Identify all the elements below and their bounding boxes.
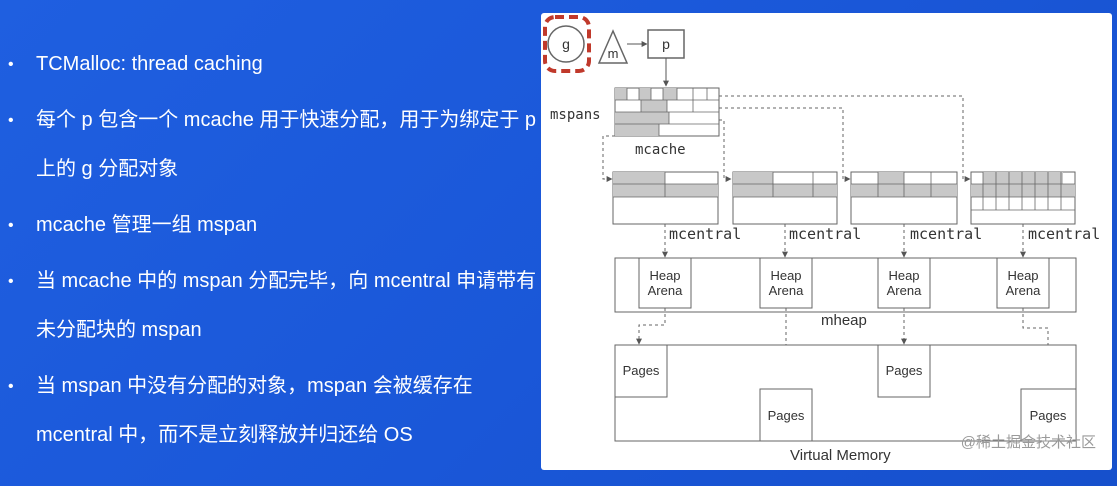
- bullet-text: 当 mspan 中没有分配的对象，mspan 会被缓存在 mcentral 中，…: [36, 375, 473, 446]
- mcache-block: mspans mcache: [550, 87, 720, 158]
- heap-arena-label: Heap: [1007, 268, 1038, 283]
- heap-arena-label: Arena: [769, 283, 804, 298]
- bullet-dot-icon: •: [8, 56, 14, 73]
- heap-arena-label: Arena: [887, 283, 922, 298]
- mcentral-block-4: mcentral: [970, 171, 1100, 243]
- tcmalloc-diagram: g m p: [541, 13, 1112, 470]
- bullet-text: TCMalloc: thread caching: [36, 53, 263, 75]
- bullet-list: • TCMalloc: thread caching • 每个 p 包含一个 m…: [0, 40, 540, 460]
- bullet-text: 当 mcache 中的 mspan 分配完毕，向 mcentral 申请带有未分…: [36, 270, 537, 341]
- mheap-block: Heap Arena Heap Arena Heap Arena Heap Ar…: [614, 257, 1077, 329]
- mheap-label: mheap: [821, 312, 867, 329]
- pages-block: [877, 344, 931, 398]
- pages-block: [759, 388, 813, 442]
- bullet-text: 每个 p 包含一个 mcache 用于快速分配，用于为绑定于 p 上的 g 分配…: [36, 109, 537, 180]
- pages-label: Pages: [886, 363, 923, 378]
- bullet-item: • 每个 p 包含一个 mcache 用于快速分配，用于为绑定于 p 上的 g …: [0, 96, 540, 194]
- gmp-row: g m p: [543, 15, 685, 87]
- g-highlight-box: [543, 15, 591, 73]
- diagram-svg: g m p: [543, 15, 1100, 464]
- heap-arena-label: Arena: [1006, 283, 1041, 298]
- p-label: p: [662, 36, 670, 52]
- pages-label: Pages: [1030, 408, 1067, 423]
- mcache-to-mcentral-arrows: [602, 95, 971, 182]
- heap-arena-label: Heap: [649, 268, 680, 283]
- pages-block: [614, 344, 668, 398]
- m-label: m: [608, 46, 619, 61]
- mcentral-block-2: mcentral: [732, 171, 861, 243]
- heap-arena: [759, 257, 813, 309]
- mcentral-label: mcentral: [910, 225, 982, 243]
- bullet-dot-icon: •: [8, 112, 14, 129]
- mcache-label: mcache: [635, 142, 686, 158]
- pages-label: Pages: [623, 363, 660, 378]
- mcentral-block-1: mcentral: [612, 171, 741, 243]
- bullet-item: • TCMalloc: thread caching: [0, 40, 540, 89]
- heap-arena-label: Heap: [888, 268, 919, 283]
- mcentral-label: mcentral: [789, 225, 861, 243]
- mcentral-label: mcentral: [669, 225, 741, 243]
- virtual-memory-block: Pages Pages Pages Pages Virtual Memory: [614, 344, 1077, 464]
- bullet-dot-icon: •: [8, 378, 14, 395]
- bullet-item: • 当 mcache 中的 mspan 分配完毕，向 mcentral 申请带有…: [0, 257, 540, 355]
- bullet-item: • 当 mspan 中没有分配的对象，mspan 会被缓存在 mcentral …: [0, 362, 540, 460]
- pages-block: [1020, 388, 1077, 442]
- bullet-item: • mcache 管理一组 mspan: [0, 201, 540, 250]
- pages-label: Pages: [768, 408, 805, 423]
- bullet-dot-icon: •: [8, 273, 14, 290]
- virtual-memory-label: Virtual Memory: [790, 447, 891, 464]
- virtual-memory-container: [614, 344, 1077, 442]
- heap-arena-label: Arena: [648, 283, 683, 298]
- mcentral-block-3: mcentral: [850, 171, 982, 243]
- g-label: g: [562, 36, 570, 52]
- mcentral-label: mcentral: [1028, 225, 1100, 243]
- bullet-text: mcache 管理一组 mspan: [36, 214, 258, 236]
- m-node: [597, 29, 629, 64]
- heap-arena: [996, 257, 1050, 309]
- watermark-text: @稀土掘金技术社区: [960, 434, 1096, 451]
- g-node: [547, 25, 585, 63]
- heap-arena-label: Heap: [770, 268, 801, 283]
- bullet-dot-icon: •: [8, 217, 14, 234]
- mspans-label: mspans: [550, 107, 601, 123]
- heap-arena: [877, 257, 931, 309]
